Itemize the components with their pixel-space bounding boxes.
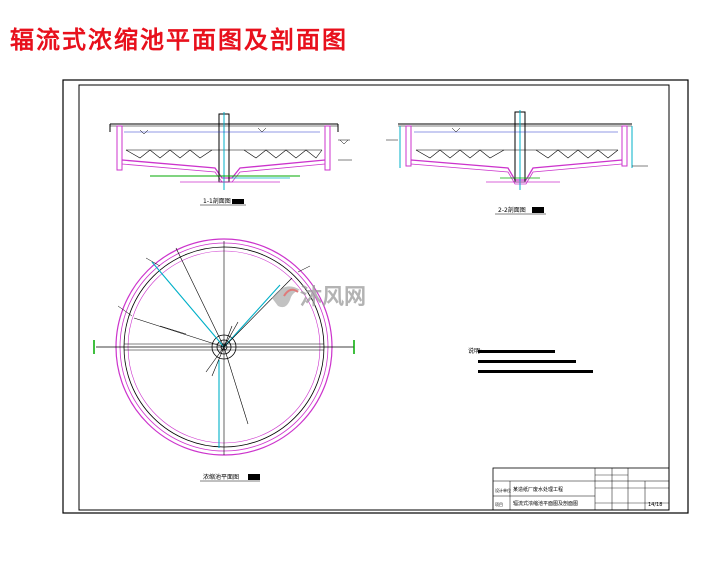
title-block-row-1: 某造纸厂废水处理工程	[513, 486, 563, 493]
section-1-1	[109, 112, 352, 190]
title-block-left-1: 设计单位	[495, 487, 511, 493]
section-2-2-label: 2-2剖面图	[498, 206, 526, 214]
note-line-1	[478, 350, 555, 353]
outer-sheet-border	[62, 79, 689, 514]
page-title: 辐流式浓缩池平面图及剖面图	[10, 25, 348, 54]
watermark-text: 沐风网	[300, 285, 366, 310]
title-block-row-2: 辐流式浓缩池平面图及剖面图	[513, 500, 578, 507]
title-block	[492, 467, 670, 511]
plan-view-label: 浓缩池平面图	[203, 473, 239, 481]
title-block-left-2: 项目	[495, 501, 503, 507]
section-2-2	[386, 110, 648, 190]
note-line-3	[478, 370, 593, 373]
inner-sheet-border	[78, 84, 670, 511]
notes-heading: 说明:	[468, 347, 482, 355]
title-block-sheet-number: 14/18	[648, 502, 662, 508]
section-1-1-label: 1-1剖面图	[203, 197, 231, 205]
mufeng-logo-icon	[272, 286, 300, 308]
plan-view	[93, 238, 355, 456]
note-line-2	[478, 360, 576, 363]
